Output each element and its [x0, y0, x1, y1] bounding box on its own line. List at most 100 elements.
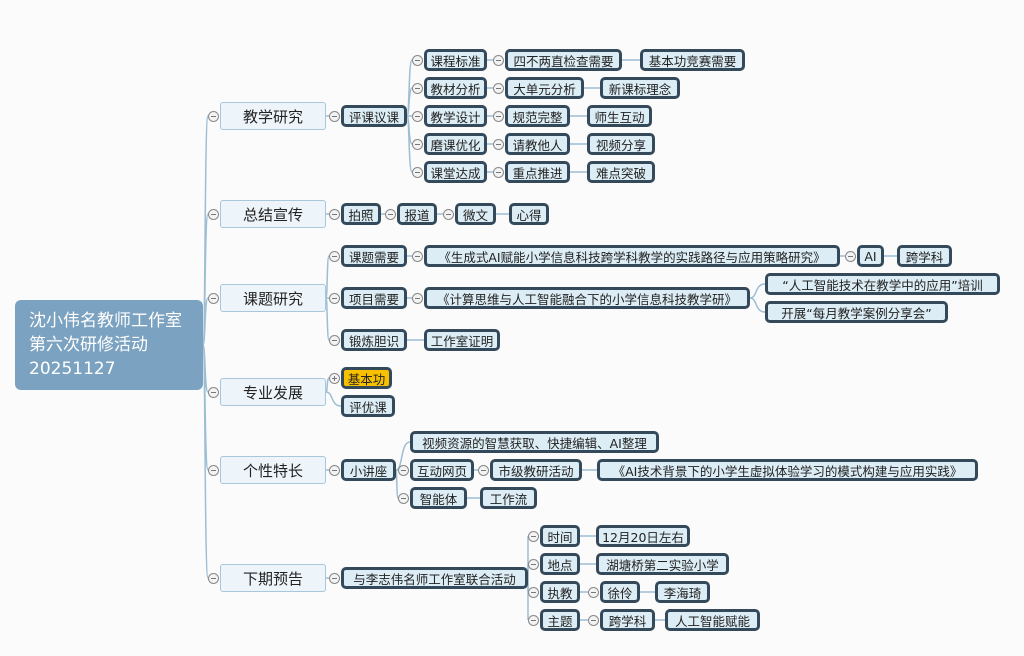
collapse-icon[interactable] — [588, 586, 599, 598]
subtopic[interactable]: 请教他人 — [505, 133, 570, 155]
collapse-icon[interactable] — [588, 614, 599, 626]
collapse-icon[interactable] — [208, 208, 219, 220]
subtopic[interactable]: 难点突破 — [587, 161, 655, 183]
subtopic[interactable]: 教学设计 — [424, 105, 487, 127]
subtopic[interactable]: 12月20日左右 — [596, 525, 690, 547]
subtopic[interactable]: 拍照 — [341, 203, 381, 225]
collapse-icon[interactable] — [528, 558, 539, 570]
collapse-icon[interactable] — [528, 614, 539, 626]
collapse-icon[interactable] — [493, 110, 504, 122]
subtopic[interactable]: 湖塘桥第二实验小学 — [596, 553, 729, 575]
subtopic[interactable]: 锻炼胆识 — [341, 329, 407, 351]
main-topic[interactable]: 教学研究 — [220, 102, 326, 130]
subtopic[interactable]: 大单元分析 — [505, 77, 584, 99]
collapse-icon[interactable] — [412, 54, 423, 66]
subtopic[interactable]: 执教 — [540, 581, 580, 603]
subtopic[interactable]: 智能体 — [410, 487, 467, 509]
subtopic[interactable]: 报道 — [397, 203, 437, 225]
subtopic[interactable]: 互动网页 — [410, 459, 474, 481]
subtopic[interactable]: 徐伶 — [600, 581, 640, 603]
subtopic[interactable]: 师生互动 — [587, 105, 652, 127]
subtopic[interactable]: 视频分享 — [587, 133, 655, 155]
subtopic[interactable]: 新课标理念 — [600, 77, 680, 99]
collapse-icon[interactable] — [528, 586, 539, 598]
subtopic[interactable]: 教材分析 — [424, 77, 487, 99]
collapse-icon[interactable] — [208, 572, 219, 584]
subtopic[interactable]: 《AI技术背景下的小学生虚拟体验学习的模式构建与应用实践》 — [597, 459, 978, 481]
collapse-icon[interactable] — [208, 110, 219, 122]
collapse-icon[interactable] — [493, 138, 504, 150]
collapse-icon[interactable] — [493, 82, 504, 94]
collapse-icon[interactable] — [493, 54, 504, 66]
subtopic[interactable]: 开展“每月教学案例分享会” — [765, 301, 948, 323]
subtopic[interactable]: 重点推进 — [505, 161, 570, 183]
subtopic[interactable]: 心得 — [509, 203, 549, 225]
collapse-icon[interactable] — [329, 292, 340, 304]
subtopic[interactable]: 时间 — [540, 525, 580, 547]
collapse-icon[interactable] — [329, 250, 340, 262]
collapse-icon[interactable] — [443, 208, 454, 220]
subtopic[interactable]: 工作流 — [480, 487, 537, 509]
collapse-icon[interactable] — [329, 464, 340, 476]
collapse-icon[interactable] — [208, 464, 219, 476]
subtopic[interactable]: 课题需要 — [341, 245, 407, 267]
subtopic[interactable]: 项目需要 — [341, 287, 407, 309]
subtopic[interactable]: 跨学科 — [897, 245, 952, 267]
subtopic[interactable]: 微文 — [455, 203, 496, 225]
subtopic[interactable]: 评课议课 — [341, 105, 407, 127]
subtopic[interactable]: 李海琦 — [655, 581, 710, 603]
collapse-icon[interactable] — [208, 292, 219, 304]
connector-line — [749, 283, 766, 299]
main-topic[interactable]: 总结宣传 — [220, 200, 326, 228]
subtopic[interactable]: 《计算思维与人工智能融合下的小学信息科技教学研》 — [424, 287, 750, 309]
main-topic[interactable]: 个性特长 — [220, 456, 326, 484]
main-topic[interactable]: 下期预告 — [220, 564, 326, 592]
collapse-icon[interactable] — [329, 334, 340, 346]
subtopic[interactable]: 人工智能赋能 — [665, 609, 760, 631]
root-topic[interactable]: 沈小伟名教师工作室 第六次研修活动 20251127 — [15, 300, 203, 390]
collapse-icon[interactable] — [385, 208, 396, 220]
subtopic[interactable]: 课程标准 — [424, 49, 487, 71]
collapse-icon[interactable] — [329, 572, 340, 584]
subtopic[interactable]: 磨课优化 — [424, 133, 487, 155]
subtopic[interactable]: 工作室证明 — [424, 329, 500, 351]
subtopic[interactable]: 《生成式AI赋能小学信息科技跨学科教学的实践路径与应用策略研究》 — [424, 245, 840, 267]
subtopic[interactable]: “人工智能技术在教学中的应用”培训 — [765, 273, 1000, 295]
subtopic[interactable]: 课堂达成 — [424, 161, 487, 183]
collapse-icon[interactable] — [845, 250, 856, 262]
subtopic[interactable]: 评优课 — [341, 395, 395, 417]
collapse-icon[interactable] — [412, 138, 423, 150]
subtopic[interactable]: 基本功竞赛需要 — [640, 49, 745, 71]
subtopic[interactable]: 与李志伟名师工作室联合活动 — [341, 567, 528, 589]
connector-line — [406, 87, 413, 117]
collapse-icon[interactable] — [208, 386, 219, 398]
collapse-icon[interactable] — [528, 530, 539, 542]
collapse-icon[interactable] — [412, 82, 423, 94]
connector-line — [325, 255, 330, 299]
subtopic[interactable]: 小讲座 — [341, 459, 396, 481]
collapse-icon[interactable] — [412, 250, 423, 262]
subtopic[interactable]: 地点 — [540, 553, 580, 575]
main-topic[interactable]: 专业发展 — [220, 378, 326, 406]
expand-icon[interactable] — [329, 372, 340, 384]
collapse-icon[interactable] — [412, 292, 423, 304]
main-topic[interactable]: 课题研究 — [220, 284, 326, 312]
subtopic[interactable]: 市级教研活动 — [490, 459, 582, 481]
collapse-icon[interactable] — [398, 492, 409, 504]
collapse-icon[interactable] — [412, 166, 423, 178]
collapse-icon[interactable] — [478, 464, 489, 476]
subtopic[interactable]: 跨学科 — [600, 609, 655, 631]
subtopic[interactable]: 主题 — [540, 609, 580, 631]
collapse-icon[interactable] — [398, 464, 409, 476]
subtopic[interactable]: 视频资源的智慧获取、快捷编辑、AI整理 — [410, 431, 659, 453]
collapse-icon[interactable] — [329, 110, 340, 122]
subtopic[interactable]: AI — [857, 245, 884, 267]
connector-line — [395, 469, 399, 499]
subtopic[interactable]: 基本功 — [341, 367, 392, 389]
connector-line — [325, 297, 330, 341]
subtopic[interactable]: 四不两直检查需要 — [505, 49, 622, 71]
subtopic[interactable]: 规范完整 — [505, 105, 570, 127]
collapse-icon[interactable] — [412, 110, 423, 122]
collapse-icon[interactable] — [329, 208, 340, 220]
collapse-icon[interactable] — [493, 166, 504, 178]
